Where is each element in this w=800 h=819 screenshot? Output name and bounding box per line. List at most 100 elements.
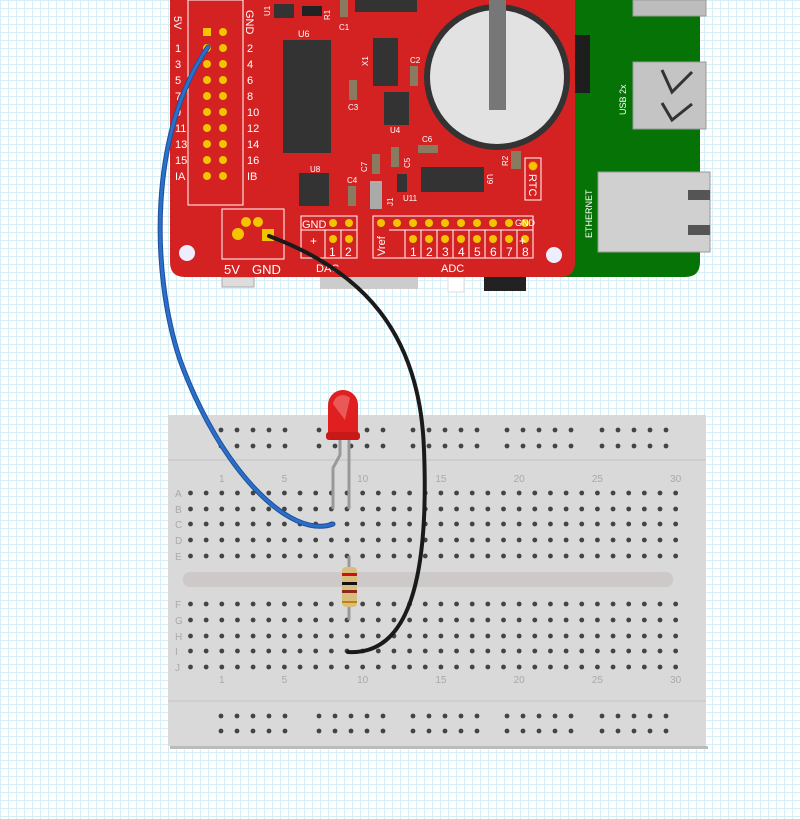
breadboard-hole[interactable] xyxy=(407,633,412,639)
breadboard-hole[interactable] xyxy=(501,633,506,639)
power-rail-hole[interactable] xyxy=(250,728,256,734)
breadboard-hole[interactable] xyxy=(626,521,632,527)
breadboard-hole[interactable] xyxy=(391,617,397,623)
breadboard-hole[interactable] xyxy=(235,537,240,543)
breadboard-hole[interactable] xyxy=(673,617,679,623)
breadboard-hole[interactable] xyxy=(469,601,475,607)
power-rail-hole[interactable] xyxy=(218,427,224,433)
breadboard-hole[interactable] xyxy=(673,506,679,512)
breadboard-hole[interactable] xyxy=(219,617,225,623)
breadboard-hole[interactable] xyxy=(391,553,397,559)
power-rail-hole[interactable] xyxy=(631,443,637,449)
breadboard-hole[interactable] xyxy=(516,537,522,543)
breadboard-hole[interactable] xyxy=(657,553,663,559)
breadboard-hole[interactable] xyxy=(360,490,366,496)
power-rail-hole[interactable] xyxy=(458,427,464,433)
breadboard-hole[interactable] xyxy=(595,601,600,607)
breadboard-hole[interactable] xyxy=(626,601,632,607)
breadboard-hole[interactable] xyxy=(469,490,475,496)
power-rail-hole[interactable] xyxy=(442,713,448,719)
breadboard-hole[interactable] xyxy=(328,537,334,543)
breadboard-hole[interactable] xyxy=(438,648,444,654)
breadboard-hole[interactable] xyxy=(266,537,272,543)
power-rail-hole[interactable] xyxy=(218,728,224,734)
breadboard-hole[interactable] xyxy=(266,648,272,654)
breadboard-hole[interactable] xyxy=(532,537,538,543)
power-rail-hole[interactable] xyxy=(647,728,653,734)
breadboard-hole[interactable] xyxy=(595,648,600,654)
breadboard-hole[interactable] xyxy=(610,601,616,607)
breadboard-hole[interactable] xyxy=(595,537,600,543)
breadboard-hole[interactable] xyxy=(641,633,647,639)
power-rail-hole[interactable] xyxy=(504,443,510,449)
power-rail-hole[interactable] xyxy=(458,443,464,449)
breadboard-hole[interactable] xyxy=(610,521,616,527)
breadboard-hole[interactable] xyxy=(407,506,412,512)
breadboard-hole[interactable] xyxy=(579,506,585,512)
breadboard-hole[interactable] xyxy=(375,537,381,543)
breadboard-hole[interactable] xyxy=(595,490,600,496)
power-rail-hole[interactable] xyxy=(663,443,669,449)
breadboard-hole[interactable] xyxy=(501,553,506,559)
breadboard-hole[interactable] xyxy=(360,617,366,623)
breadboard-hole[interactable] xyxy=(297,617,303,623)
breadboard-hole[interactable] xyxy=(501,648,506,654)
breadboard-hole[interactable] xyxy=(188,617,193,623)
breadboard-hole[interactable] xyxy=(610,617,616,623)
breadboard-hole[interactable] xyxy=(266,617,272,623)
breadboard-hole[interactable] xyxy=(391,648,397,654)
breadboard-hole[interactable] xyxy=(375,633,381,639)
breadboard-hole[interactable] xyxy=(266,506,272,512)
breadboard-hole[interactable] xyxy=(391,521,397,527)
breadboard-hole[interactable] xyxy=(203,648,209,654)
breadboard-hole[interactable] xyxy=(501,601,506,607)
breadboard-hole[interactable] xyxy=(360,521,366,527)
breadboard-hole[interactable] xyxy=(563,490,569,496)
breadboard-hole[interactable] xyxy=(375,506,381,512)
breadboard-hole[interactable] xyxy=(657,664,663,670)
breadboard-hole[interactable] xyxy=(438,506,444,512)
breadboard-hole[interactable] xyxy=(673,537,679,543)
breadboard-hole[interactable] xyxy=(407,617,412,623)
breadboard-hole[interactable] xyxy=(532,664,538,670)
breadboard-hole[interactable] xyxy=(250,648,256,654)
breadboard-hole[interactable] xyxy=(328,617,334,623)
breadboard-hole[interactable] xyxy=(626,617,632,623)
breadboard-hole[interactable] xyxy=(469,553,475,559)
power-rail-hole[interactable] xyxy=(218,713,224,719)
power-rail-hole[interactable] xyxy=(474,427,480,433)
breadboard-hole[interactable] xyxy=(438,617,444,623)
breadboard-hole[interactable] xyxy=(188,537,193,543)
breadboard-hole[interactable] xyxy=(548,601,553,607)
breadboard-hole[interactable] xyxy=(563,664,569,670)
power-rail-hole[interactable] xyxy=(536,443,542,449)
power-rail-hole[interactable] xyxy=(442,728,448,734)
breadboard-hole[interactable] xyxy=(203,617,209,623)
breadboard-hole[interactable] xyxy=(188,490,193,496)
breadboard-hole[interactable] xyxy=(485,617,491,623)
breadboard-hole[interactable] xyxy=(188,633,193,639)
power-rail-hole[interactable] xyxy=(442,443,448,449)
breadboard-hole[interactable] xyxy=(454,664,459,670)
breadboard-hole[interactable] xyxy=(579,553,585,559)
power-rail-hole[interactable] xyxy=(520,427,526,433)
breadboard-hole[interactable] xyxy=(673,601,679,607)
breadboard-hole[interactable] xyxy=(641,617,647,623)
power-rail-hole[interactable] xyxy=(474,713,480,719)
breadboard-hole[interactable] xyxy=(438,601,444,607)
breadboard-hole[interactable] xyxy=(579,601,585,607)
breadboard-hole[interactable] xyxy=(595,521,600,527)
breadboard-hole[interactable] xyxy=(626,490,632,496)
breadboard-hole[interactable] xyxy=(266,664,272,670)
power-rail-hole[interactable] xyxy=(536,728,542,734)
power-rail-hole[interactable] xyxy=(536,713,542,719)
breadboard-hole[interactable] xyxy=(454,490,459,496)
breadboard-hole[interactable] xyxy=(360,664,366,670)
breadboard-hole[interactable] xyxy=(282,633,287,639)
breadboard-hole[interactable] xyxy=(203,537,209,543)
breadboard-hole[interactable] xyxy=(235,664,240,670)
power-rail-hole[interactable] xyxy=(380,427,386,433)
breadboard-hole[interactable] xyxy=(250,537,256,543)
breadboard-hole[interactable] xyxy=(454,553,459,559)
breadboard-hole[interactable] xyxy=(610,633,616,639)
